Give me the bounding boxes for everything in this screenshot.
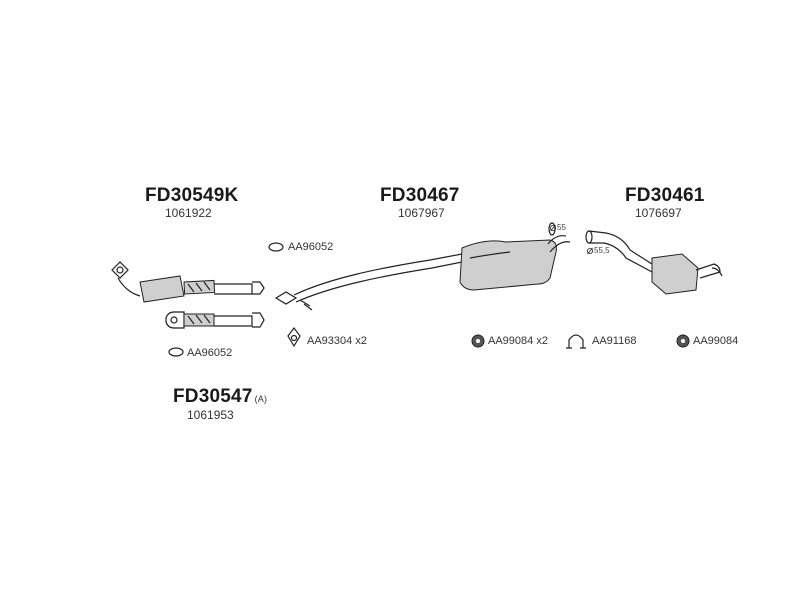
- diameter-555-symbol: [587, 247, 594, 255]
- rear-silencer-drawing: [585, 230, 723, 295]
- front-pipe-drawing: [165, 311, 265, 329]
- middle-silencer-drawing: [274, 222, 571, 311]
- part-number-suffix: (A): [254, 394, 268, 404]
- part-number-fd30549k: FD30549K: [145, 185, 239, 206]
- ref-rubber-b: AA99084: [693, 335, 739, 347]
- part-number-fd30461: FD30461: [625, 185, 705, 206]
- dimension-55-5: 55,5: [594, 246, 610, 255]
- rubber-b-drawing: [676, 334, 690, 348]
- part-number-fd30467: FD30467: [380, 185, 460, 206]
- rubber-a-drawing: [471, 334, 485, 348]
- dimension-55: 55: [557, 223, 566, 232]
- clamp-drawing: [566, 334, 586, 349]
- part-number-fd30547-code: FD30547: [173, 386, 253, 407]
- ref-gasket-top: AA96052: [288, 241, 334, 253]
- hanger-mid-drawing: [287, 327, 301, 348]
- catalytic-converter-drawing: [111, 261, 265, 303]
- diameter-55-symbol: [550, 224, 557, 232]
- oem-number-1067967: 1067967: [398, 206, 445, 220]
- ref-hanger-mid: AA93304 x2: [307, 335, 367, 347]
- oem-number-1061922: 1061922: [165, 206, 212, 220]
- ref-gasket-bottom: AA96052: [187, 347, 233, 359]
- oem-number-1061953: 1061953: [187, 408, 234, 422]
- ref-clamp: AA91168: [592, 335, 637, 347]
- part-number-fd30547: FD30547(A): [173, 386, 267, 408]
- gasket-top-drawing: [268, 242, 284, 252]
- gasket-bottom-drawing: [168, 347, 184, 357]
- ref-rubber-a: AA99084 x2: [488, 335, 548, 347]
- oem-number-1076697: 1076697: [635, 206, 682, 220]
